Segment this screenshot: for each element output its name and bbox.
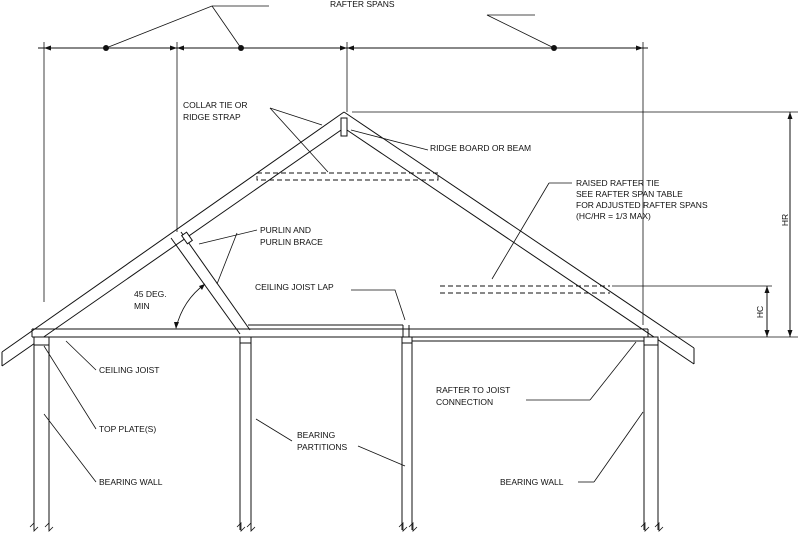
- ceiling-joists: [31, 324, 649, 342]
- purlin-label-2: PURLIN BRACE: [260, 237, 323, 247]
- bearing-partition-1: [236, 336, 256, 532]
- leader-lines: [43, 107, 644, 483]
- angle-arc: [175, 283, 206, 329]
- purlin-label-1: PURLIN AND: [260, 225, 311, 235]
- hr-label: HR: [780, 214, 790, 226]
- raised-tie-label-3: FOR ADJUSTED RAFTER SPANS: [576, 200, 708, 210]
- rafter-spans-label: RAFTER SPANS: [330, 0, 395, 9]
- angle-label-1: 45 DEG.: [134, 289, 167, 299]
- bearing-partition-2: [398, 336, 418, 532]
- bearing-wall-right-label: BEARING WALL: [500, 477, 564, 487]
- roof-rafters: [1, 111, 695, 367]
- collar-tie-label-1: COLLAR TIE OR: [183, 100, 248, 110]
- rafter-joist-label-1: RAFTER TO JOIST: [436, 385, 510, 395]
- collar-tie-label-2: RIDGE STRAP: [183, 112, 241, 122]
- raised-tie-label-2: SEE RAFTER SPAN TABLE: [576, 189, 683, 199]
- raised-tie-label-4: (HC/HR = 1/3 MAX): [576, 211, 651, 221]
- bearing-wall-left: [29, 336, 54, 532]
- hc-label: HC: [755, 306, 765, 318]
- ceiling-joist-label: CEILING JOIST: [99, 365, 159, 375]
- rafter-span-dimension: [38, 5, 648, 325]
- rafter-joist-label-2: CONNECTION: [436, 397, 493, 407]
- bearing-wall-right: [640, 336, 664, 532]
- angle-label-2: MIN: [134, 301, 150, 311]
- height-dimensions: [352, 111, 798, 338]
- top-plates-label: TOP PLATE(S): [99, 424, 156, 434]
- collar-tie: [256, 172, 439, 181]
- bearing-wall-left-label: BEARING WALL: [99, 477, 163, 487]
- ridge-board: [340, 117, 348, 137]
- raised-tie-label-1: RAISED RAFTER TIE: [576, 178, 660, 188]
- bearing-partitions-label-2: PARTITIONS: [297, 442, 348, 452]
- ridge-board-label: RIDGE BOARD OR BEAM: [430, 143, 531, 153]
- purlin-brace: [170, 231, 251, 335]
- lap-label: CEILING JOIST LAP: [255, 282, 334, 292]
- bearing-partitions-label-1: BEARING: [297, 430, 335, 440]
